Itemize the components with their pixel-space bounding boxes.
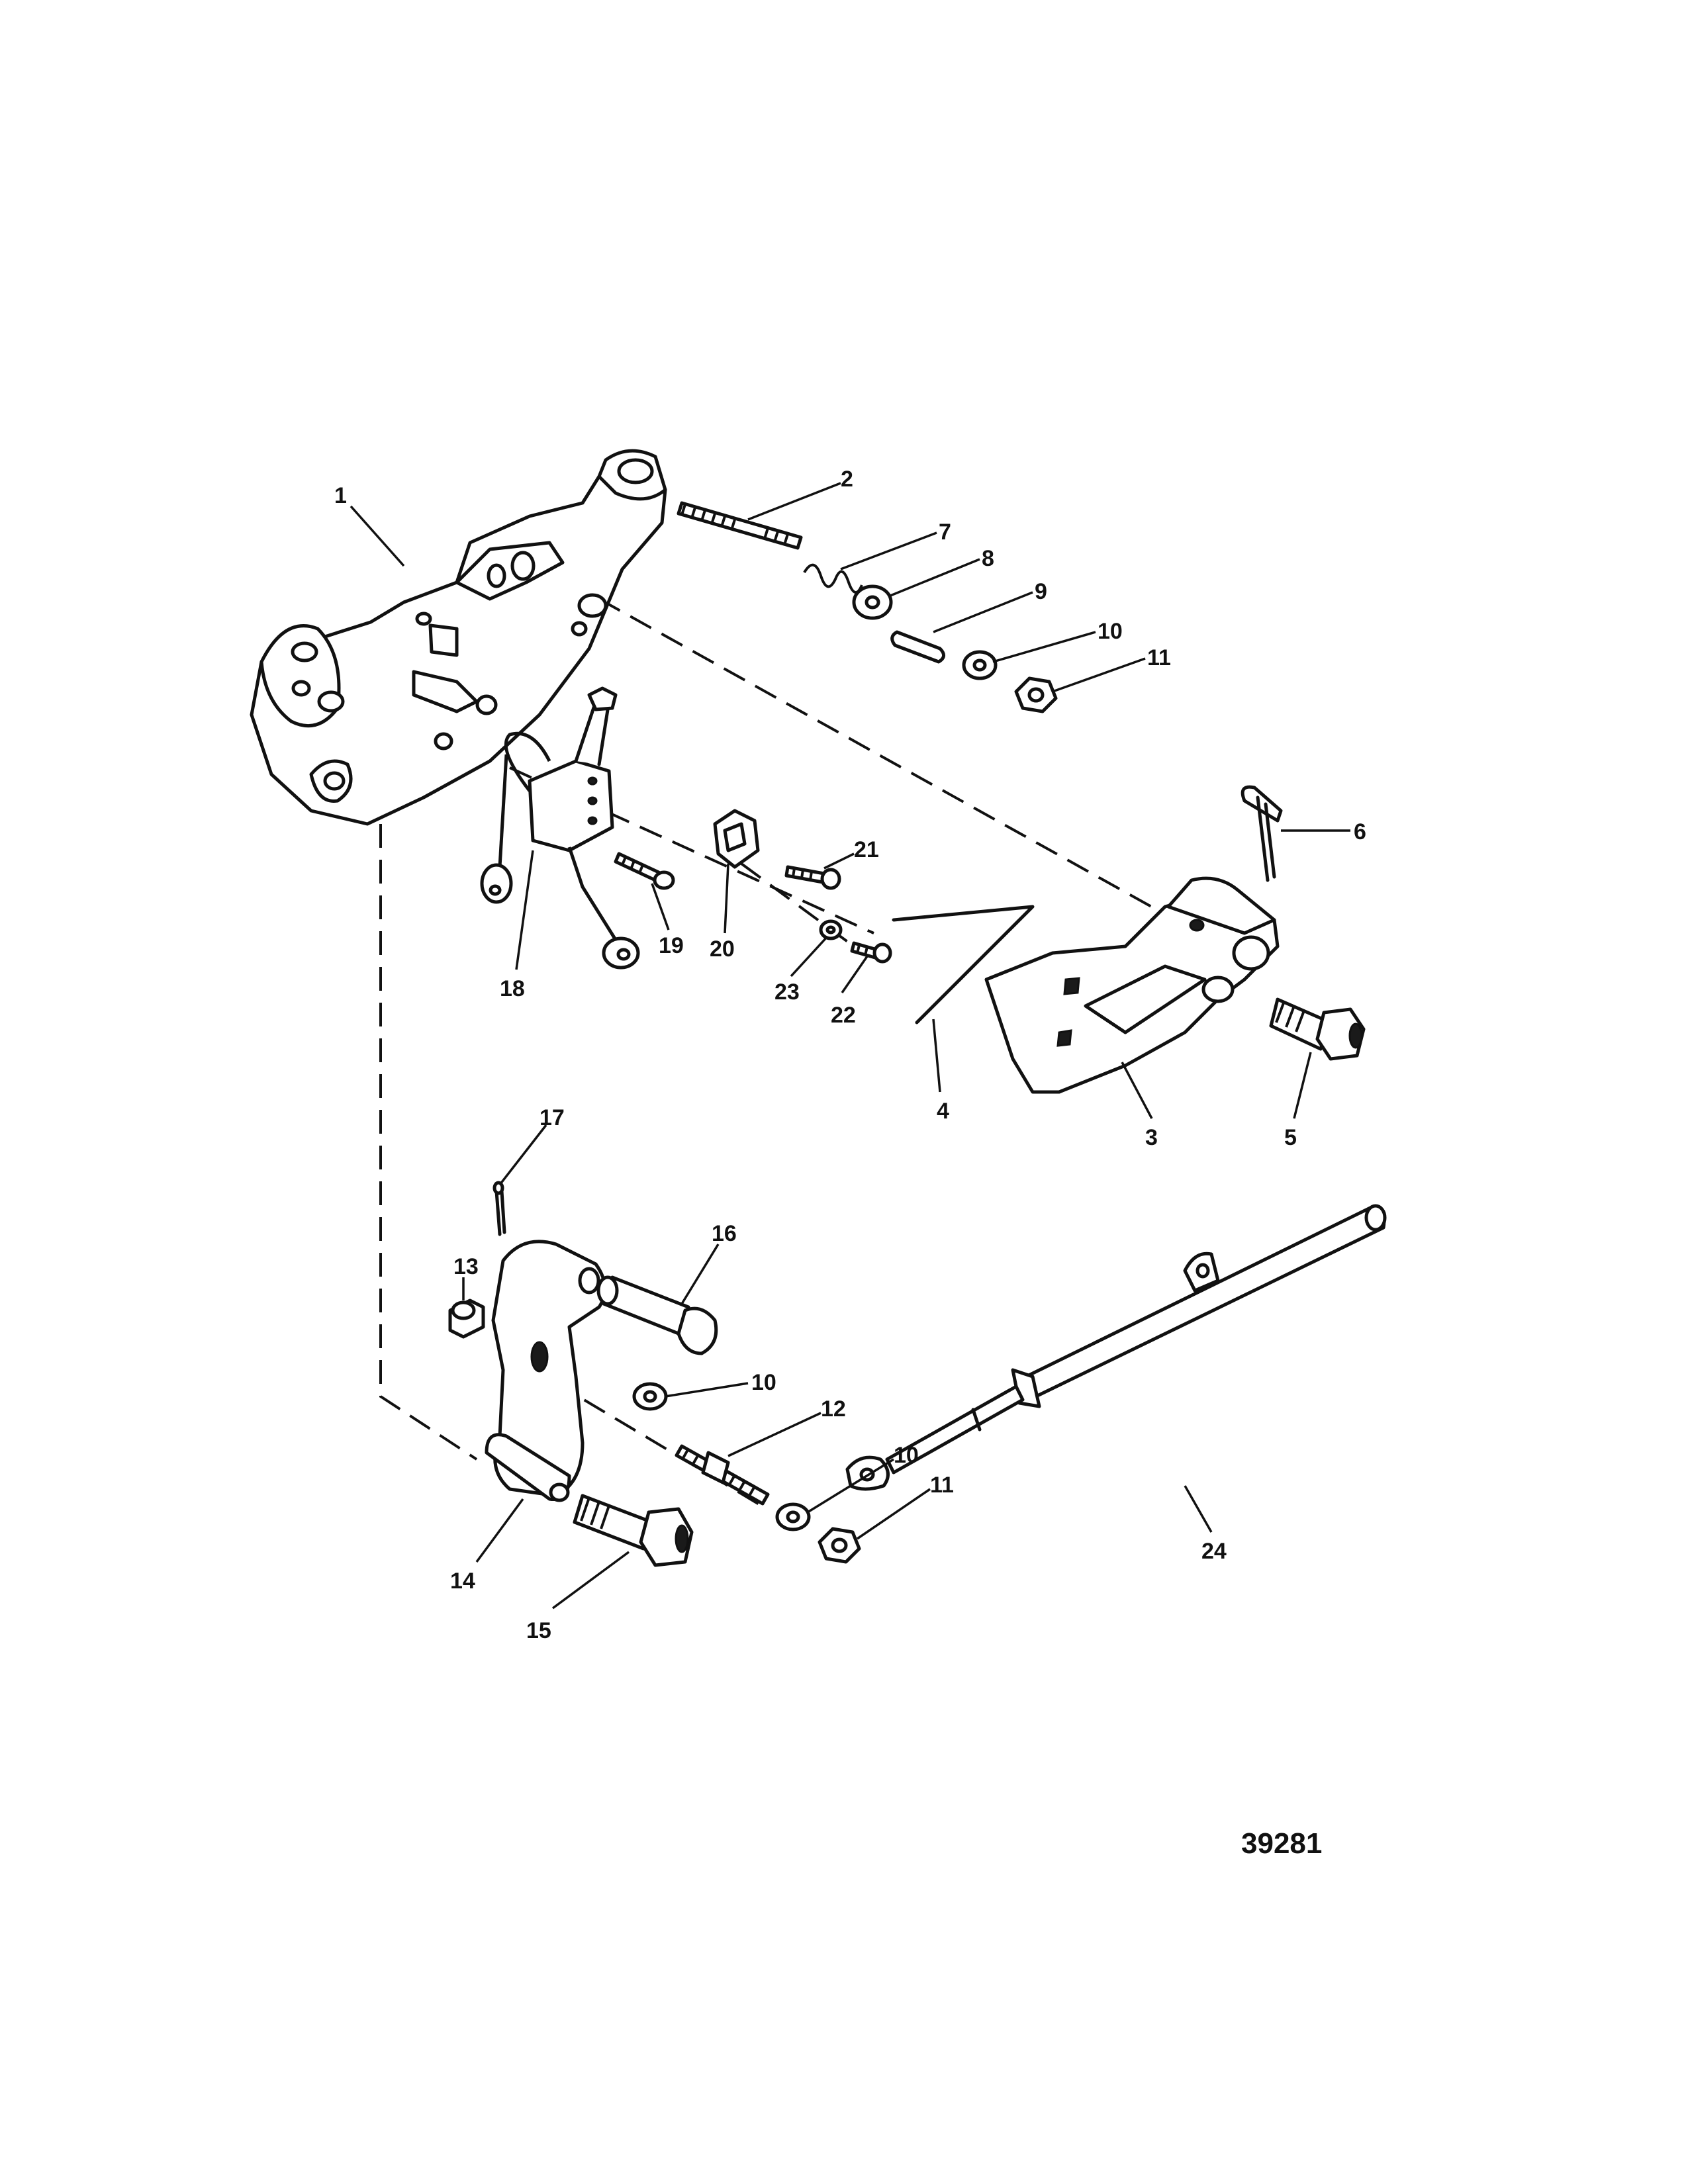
- part-1-bracket: [250, 449, 667, 826]
- part-10-washer-top: [962, 650, 998, 680]
- part-11-nut-bottom: [818, 1527, 861, 1564]
- callout-21: 21: [854, 837, 879, 862]
- callout-2: 2: [841, 467, 853, 492]
- part-13-pin: [448, 1298, 485, 1339]
- part-6-cotter-pin: [1241, 785, 1283, 882]
- callout-15: 15: [526, 1618, 551, 1643]
- callout-18: 18: [500, 976, 525, 1001]
- callout-3: 3: [1145, 1125, 1158, 1150]
- part-16-clevis-pin: [596, 1275, 718, 1355]
- callout-10-top: 10: [1098, 619, 1123, 644]
- callout-19: 19: [659, 933, 684, 958]
- callout-10-bottom: 10: [894, 1443, 919, 1468]
- callout-9: 9: [1035, 579, 1047, 604]
- part-8-washer: [852, 584, 893, 620]
- part-22-screw: [850, 941, 892, 964]
- callout-13: 13: [453, 1254, 479, 1279]
- part-3-lever: [984, 876, 1280, 1094]
- part-2-stud: [677, 501, 803, 550]
- part-17-cotter-pin: [492, 1181, 506, 1236]
- callout-1: 1: [334, 483, 347, 508]
- leader-lines: [350, 482, 1350, 1610]
- callout-8: 8: [982, 546, 994, 571]
- callout-labels: 1 2 7 8 9 10 11 6 21 19 20 23 22 18 4 3 …: [334, 467, 1366, 1643]
- part-12-stud: [675, 1444, 770, 1506]
- callout-11-bottom: 11: [930, 1473, 954, 1498]
- part-11-nut-top: [1014, 676, 1058, 713]
- part-14-link-arm: [485, 1240, 607, 1502]
- part-24-link-rod: [845, 1204, 1387, 1491]
- callout-12: 12: [821, 1396, 846, 1422]
- callout-6: 6: [1354, 819, 1366, 844]
- part-18-switch: [480, 686, 640, 970]
- callout-14: 14: [450, 1569, 475, 1594]
- callout-7: 7: [939, 520, 951, 545]
- figure-number: 39281: [1241, 1827, 1322, 1860]
- part-9-pin: [890, 630, 945, 664]
- callout-22: 22: [831, 1003, 856, 1028]
- part-21-screw: [784, 865, 841, 890]
- part-10-washer-middle: [632, 1382, 668, 1411]
- callout-4: 4: [937, 1099, 949, 1124]
- callout-11-top: 11: [1147, 645, 1171, 670]
- part-10-washer-bottom: [775, 1502, 811, 1531]
- part-7-spring: [803, 563, 863, 594]
- callout-5: 5: [1284, 1125, 1297, 1150]
- callout-10-middle: 10: [751, 1370, 776, 1395]
- callout-17: 17: [539, 1105, 565, 1130]
- callout-16: 16: [712, 1221, 737, 1246]
- part-20-clip: [713, 809, 760, 869]
- callout-23: 23: [774, 979, 800, 1005]
- part-4-wire: [892, 905, 1035, 1024]
- part-23-washer: [819, 919, 843, 940]
- part-5-bolt: [1269, 997, 1366, 1061]
- callout-20: 20: [710, 936, 735, 962]
- part-19-screw: [614, 852, 675, 890]
- part-15-bolt: [573, 1494, 694, 1567]
- callout-24: 24: [1201, 1539, 1227, 1564]
